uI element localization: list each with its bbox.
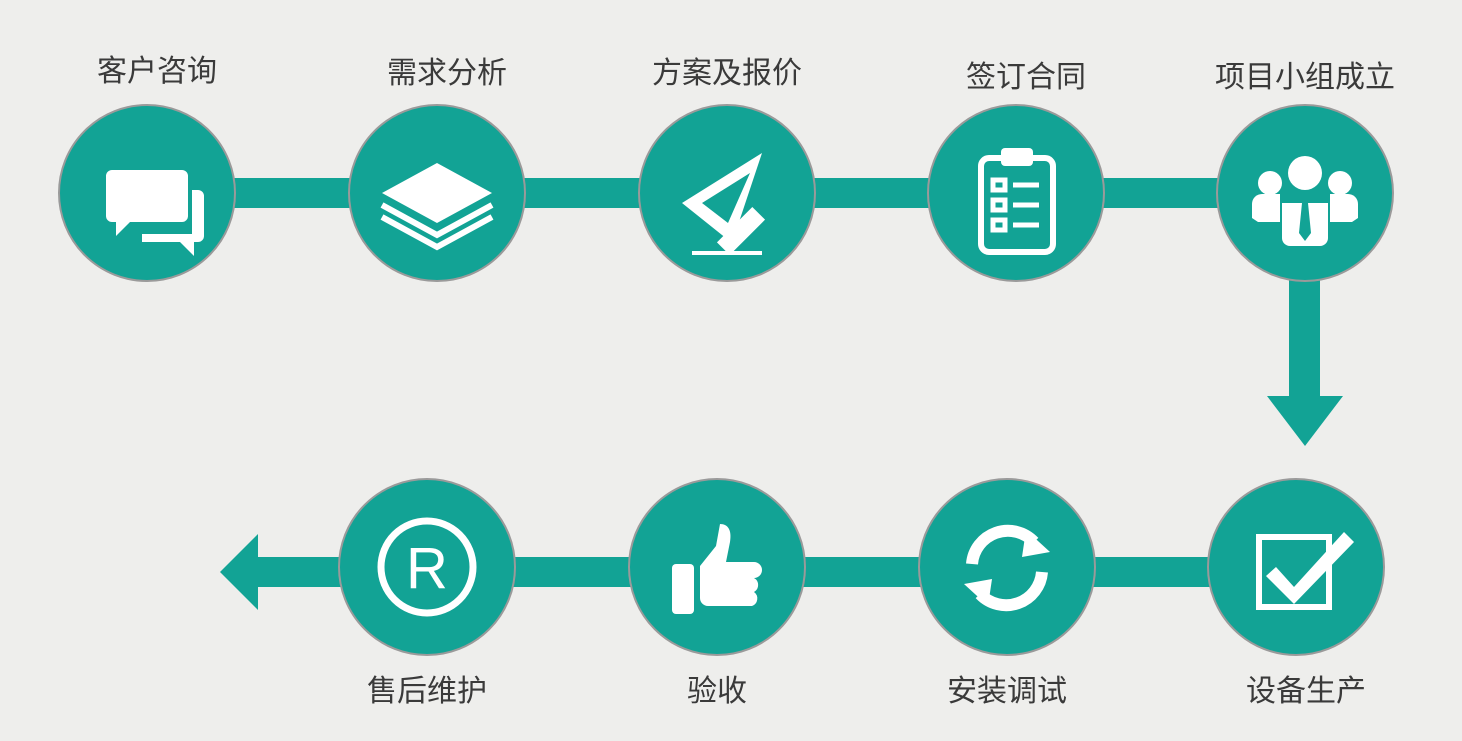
step-after-sales[interactable]: R	[338, 478, 516, 656]
step-consult[interactable]	[58, 104, 236, 282]
layers-icon	[380, 163, 494, 251]
step-label-proposal: 方案及报价	[652, 56, 802, 91]
step-label-consult: 客户咨询	[97, 54, 217, 89]
chat-bubbles-icon	[106, 170, 204, 256]
svg-text:R: R	[406, 536, 448, 601]
step-label-production: 设备生产	[1246, 674, 1366, 709]
step-label-acceptance: 验收	[687, 674, 747, 709]
step-label-after-sales: 售后维护	[367, 674, 487, 709]
step-proposal[interactable]	[638, 104, 816, 282]
registered-icon: R	[377, 517, 477, 617]
step-team[interactable]	[1216, 104, 1394, 282]
step-production[interactable]	[1207, 478, 1385, 656]
step-label-analysis: 需求分析	[387, 56, 507, 91]
down-arrow-head	[1267, 396, 1343, 446]
thumbs-up-icon	[672, 524, 762, 614]
step-label-installation: 安装调试	[947, 674, 1067, 709]
left-arrow-head	[220, 534, 258, 610]
down-arrow-shaft	[1289, 280, 1320, 400]
step-installation[interactable]	[918, 478, 1096, 656]
ruler-pencil-icon	[682, 153, 766, 256]
step-contract[interactable]	[927, 104, 1105, 282]
refresh-icon	[964, 524, 1050, 612]
step-label-contract: 签订合同	[966, 60, 1086, 95]
step-acceptance[interactable]	[628, 478, 806, 656]
team-icon	[1252, 156, 1358, 246]
clipboard-checklist-icon	[978, 148, 1056, 255]
step-label-team: 项目小组成立	[1215, 60, 1395, 95]
step-analysis[interactable]	[348, 104, 526, 282]
checkbox-icon	[1256, 532, 1354, 610]
